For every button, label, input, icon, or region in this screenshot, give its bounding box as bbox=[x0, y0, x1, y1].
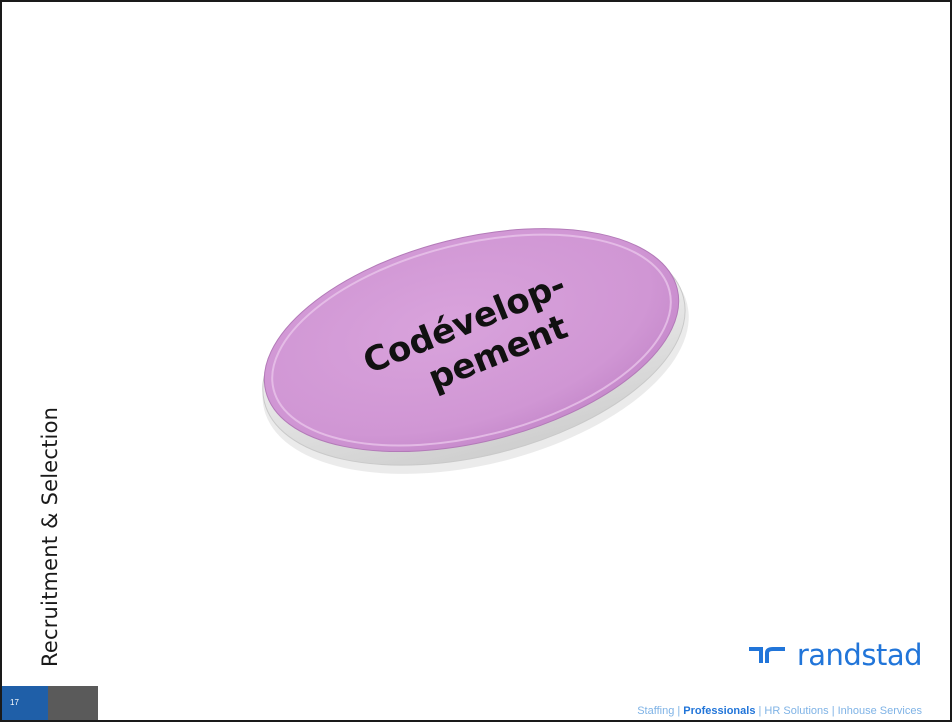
page-number-box: 17 bbox=[2, 686, 48, 720]
side-title: Recruitment & Selection bbox=[38, 406, 62, 667]
disc-graphic bbox=[262, 228, 689, 474]
tagline-separator: | bbox=[831, 705, 835, 717]
codevelopment-disc: Codévelop- pement bbox=[242, 202, 702, 482]
footer-gray-block bbox=[48, 686, 98, 720]
tagline-inhouse: Inhouse Services bbox=[837, 705, 922, 717]
disc-label: Codévelop- pement bbox=[206, 126, 737, 558]
page-number: 17 bbox=[10, 698, 19, 707]
randstad-mark-icon bbox=[748, 647, 785, 663]
tagline-separator: | bbox=[677, 705, 681, 717]
tagline-staffing: Staffing bbox=[637, 705, 675, 717]
tagline-hr-solutions: HR Solutions bbox=[764, 705, 829, 717]
tagline-professionals: Professionals bbox=[683, 705, 756, 717]
tagline-separator: | bbox=[758, 705, 762, 717]
randstad-logo: randstad bbox=[747, 638, 923, 672]
tagline: Staffing | Professionals | HR Solutions … bbox=[637, 705, 922, 717]
logo-text: randstad bbox=[796, 638, 923, 672]
